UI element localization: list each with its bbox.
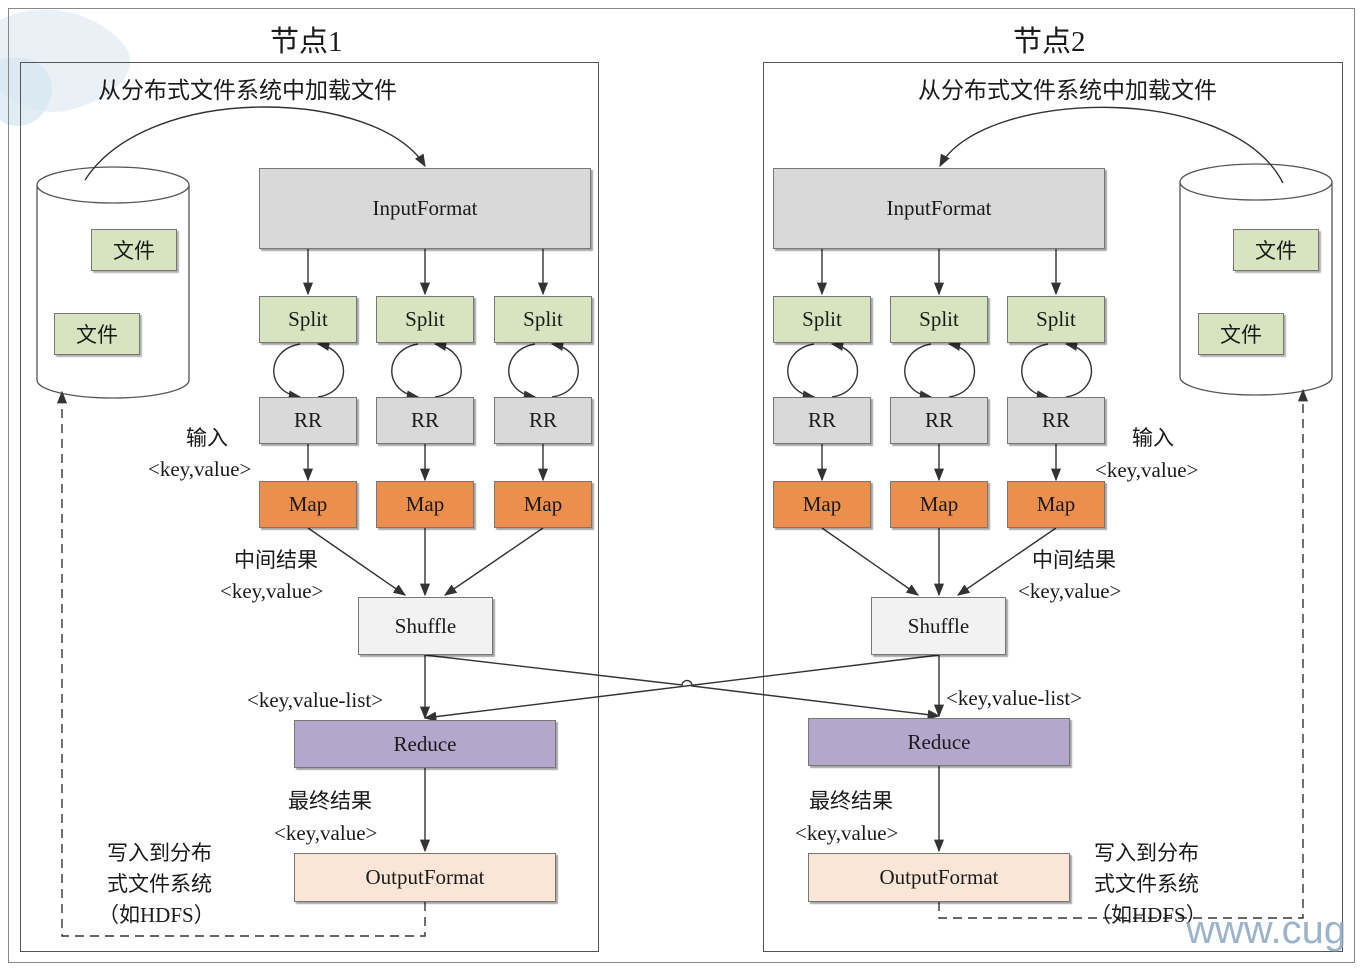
node2-final-label: 最终结果 xyxy=(809,789,893,813)
node2-rr-2: RR xyxy=(890,397,988,444)
node2-write-label-3: （如HDFS） xyxy=(1090,903,1207,927)
node1-outputformat: OutputFormat xyxy=(294,853,556,902)
node1-write-label-1: 写入到分布 xyxy=(107,841,212,865)
node2-map-3: Map xyxy=(1007,481,1105,528)
node2-write-label-2: 式文件系统 xyxy=(1094,872,1199,896)
node1-title: 节点1 xyxy=(270,26,343,58)
node1-final-kv-label: <key,value> xyxy=(274,821,378,845)
node1-file-tag-1: 文件 xyxy=(91,229,177,271)
node1-shuffle: Shuffle xyxy=(358,597,493,655)
node1-split-2: Split xyxy=(376,296,474,343)
node1-split-1: Split xyxy=(259,296,357,343)
node1-rr-3: RR xyxy=(494,397,592,444)
node2-input-kv-label: <key,value> xyxy=(1095,458,1199,482)
node2-map-1: Map xyxy=(773,481,871,528)
node1-input-kv-label: <key,value> xyxy=(148,457,252,481)
node1-final-label: 最终结果 xyxy=(288,789,372,813)
node2-title: 节点2 xyxy=(1013,26,1086,58)
node2-mid-label: 中间结果 xyxy=(1032,548,1116,572)
node1-input-label: 输入 xyxy=(186,426,228,450)
node1-mid-kv-label: <key,value> xyxy=(220,579,324,603)
node1-mid-label: 中间结果 xyxy=(234,548,318,572)
node2-write-label-1: 写入到分布 xyxy=(1094,841,1199,865)
node1-map-1: Map xyxy=(259,481,357,528)
node1-reduce: Reduce xyxy=(294,720,556,768)
outer-border xyxy=(8,8,1355,963)
node2-frame xyxy=(763,62,1343,952)
watermark-text: www.cug xyxy=(1186,908,1347,952)
node2-storage-cylinder xyxy=(1179,163,1333,396)
node2-reduce: Reduce xyxy=(808,718,1070,766)
node2-split-1: Split xyxy=(773,296,871,343)
node1-map-2: Map xyxy=(376,481,474,528)
node1-file-tag-2: 文件 xyxy=(54,313,140,355)
node1-map-3: Map xyxy=(494,481,592,528)
node2-file-tag-1: 文件 xyxy=(1233,229,1319,271)
node1-kvlist-label: <key,value-list> xyxy=(247,688,384,712)
node2-final-kv-label: <key,value> xyxy=(795,821,899,845)
node2-kvlist-label: <key,value-list> xyxy=(946,686,1083,710)
node2-mid-kv-label: <key,value> xyxy=(1018,579,1122,603)
node1-write-label-2: 式文件系统 xyxy=(107,872,212,896)
node1-rr-2: RR xyxy=(376,397,474,444)
node2-map-2: Map xyxy=(890,481,988,528)
node2-inputformat: InputFormat xyxy=(773,168,1105,249)
node2-outputformat: OutputFormat xyxy=(808,853,1070,902)
node2-rr-1: RR xyxy=(773,397,871,444)
node1-storage-cylinder xyxy=(36,166,190,399)
node1-split-3: Split xyxy=(494,296,592,343)
node2-file-tag-2: 文件 xyxy=(1198,313,1284,355)
node1-inputformat: InputFormat xyxy=(259,168,591,249)
node1-rr-1: RR xyxy=(259,397,357,444)
node2-split-3: Split xyxy=(1007,296,1105,343)
node2-rr-3: RR xyxy=(1007,397,1105,444)
node1-load-label: 从分布式文件系统中加载文件 xyxy=(98,78,397,103)
node2-load-label: 从分布式文件系统中加载文件 xyxy=(918,78,1217,103)
node1-frame xyxy=(20,62,599,952)
node2-input-label: 输入 xyxy=(1132,426,1174,450)
node2-split-2: Split xyxy=(890,296,988,343)
node1-write-label-3: （如HDFS） xyxy=(98,903,215,927)
node2-shuffle: Shuffle xyxy=(871,597,1006,655)
